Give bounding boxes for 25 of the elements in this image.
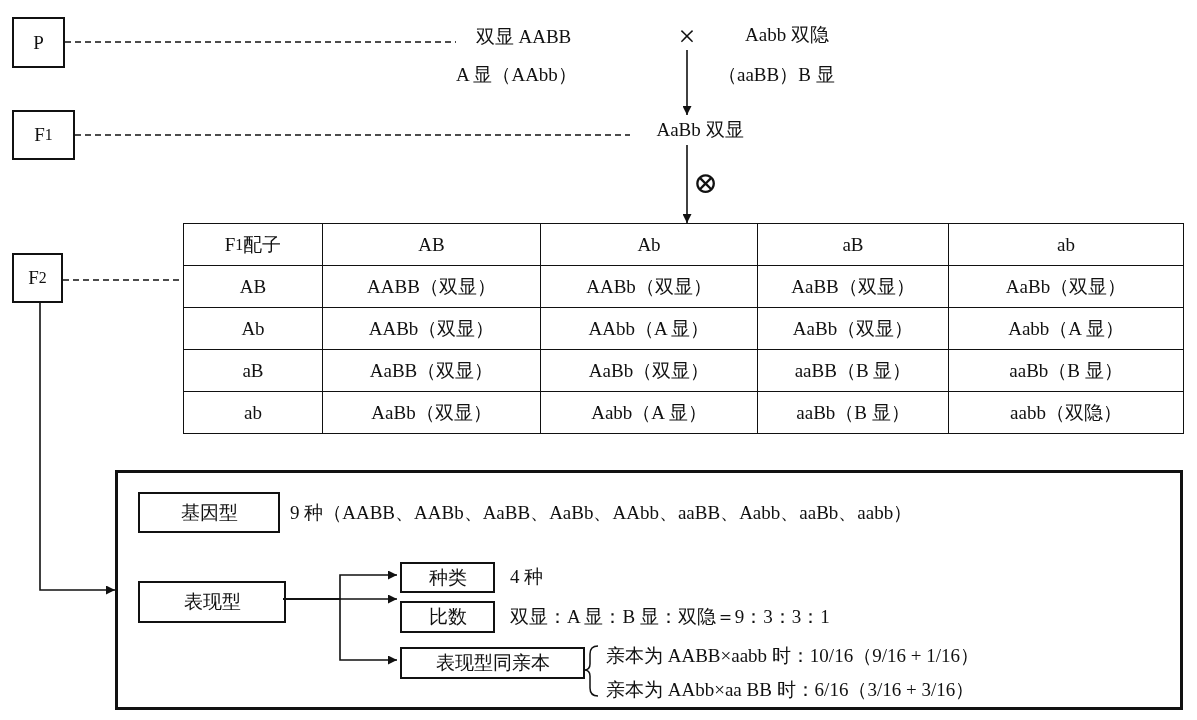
category-box: 表现型同亲本 <box>400 647 585 679</box>
dashed-leader-line <box>74 134 631 136</box>
category-box: 表现型 <box>138 581 286 623</box>
phenotype-genotype-text: A 显（AAbb） <box>456 63 577 87</box>
category-box: 种类 <box>400 562 495 593</box>
gamete-header: ab <box>183 391 323 434</box>
category-box: 比数 <box>400 601 495 633</box>
punnett-table <box>183 223 1183 433</box>
arrow <box>282 598 398 665</box>
category-box: 基因型 <box>138 492 280 533</box>
summary-panel <box>115 470 1183 710</box>
phenotype-genotype-text: Aabb 双隐 <box>745 23 829 47</box>
cross-symbol: × <box>672 20 702 52</box>
description-text: 4 种 <box>510 565 544 589</box>
arrow <box>682 49 692 116</box>
gamete-header: ab <box>948 223 1184 266</box>
genotype-entry: aabb（双隐） <box>948 391 1184 434</box>
description-text: 9 种（AABB、AABb、AaBB、AaBb、AAbb、aaBB、Aabb、aaBb、aabb） <box>290 501 913 525</box>
description-text: 亲本为 AABB×aabb 时：10/16（9/16 + 1/16） <box>606 644 979 668</box>
phenotype-genotype-text: （aaBB）B 显 <box>718 63 835 87</box>
description-text: 亲本为 AAbb×aa BB 时：6/16（3/16 + 3/16） <box>606 678 975 702</box>
description-text: 双显：A 显：B 显：双隐＝9：3：3：1 <box>510 605 830 629</box>
generation-box: P <box>12 17 65 68</box>
arrow <box>682 144 692 224</box>
arrow <box>39 302 116 595</box>
